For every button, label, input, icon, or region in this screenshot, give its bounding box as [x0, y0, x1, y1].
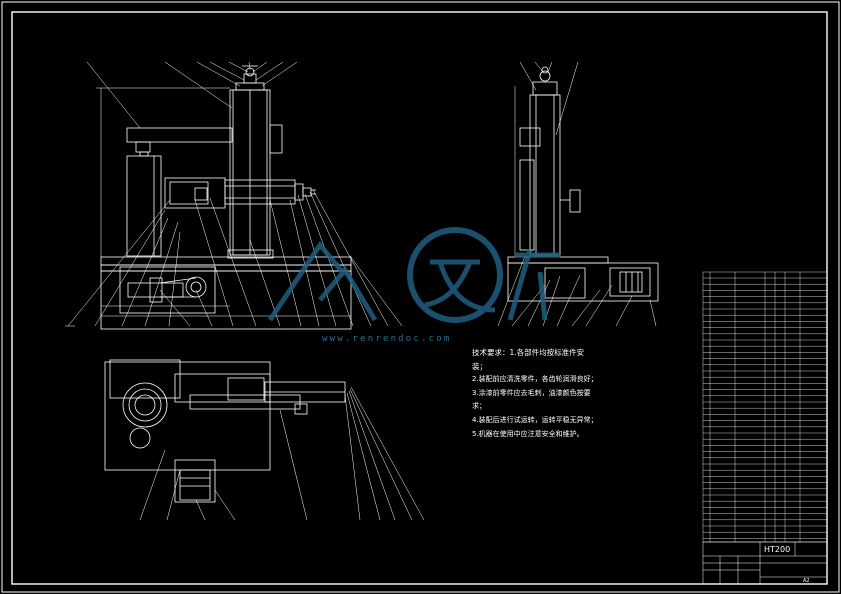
top-view	[104, 359, 425, 521]
front-view	[65, 61, 403, 330]
notes-item: 5.机器在使用中应注意安全和维护。	[472, 429, 584, 438]
notes-item: 2.装配前应清洗零件，各齿轮润滑良好；	[472, 375, 598, 384]
notes-item: 4.装配后进行试运转，运转平稳无异常；	[472, 415, 598, 424]
notes-title: 技术要求：1.各部件均按标准件安装；	[472, 348, 585, 371]
notes-item: 3.涂漆前零件应去毛刺，油漆颜色按要求；	[472, 388, 591, 411]
material-label: HT200	[764, 545, 791, 554]
watermark-logo	[267, 227, 560, 323]
technical-requirements: 技术要求：1.各部件均按标准件安装； 2.装配前应清洗零件，各齿轮润滑良好； 3…	[472, 346, 598, 441]
parts-list	[702, 271, 828, 543]
sheet-size-label: A2	[803, 578, 810, 584]
watermark-url: www.renrendoc.com	[322, 334, 452, 344]
title-block	[702, 541, 828, 585]
